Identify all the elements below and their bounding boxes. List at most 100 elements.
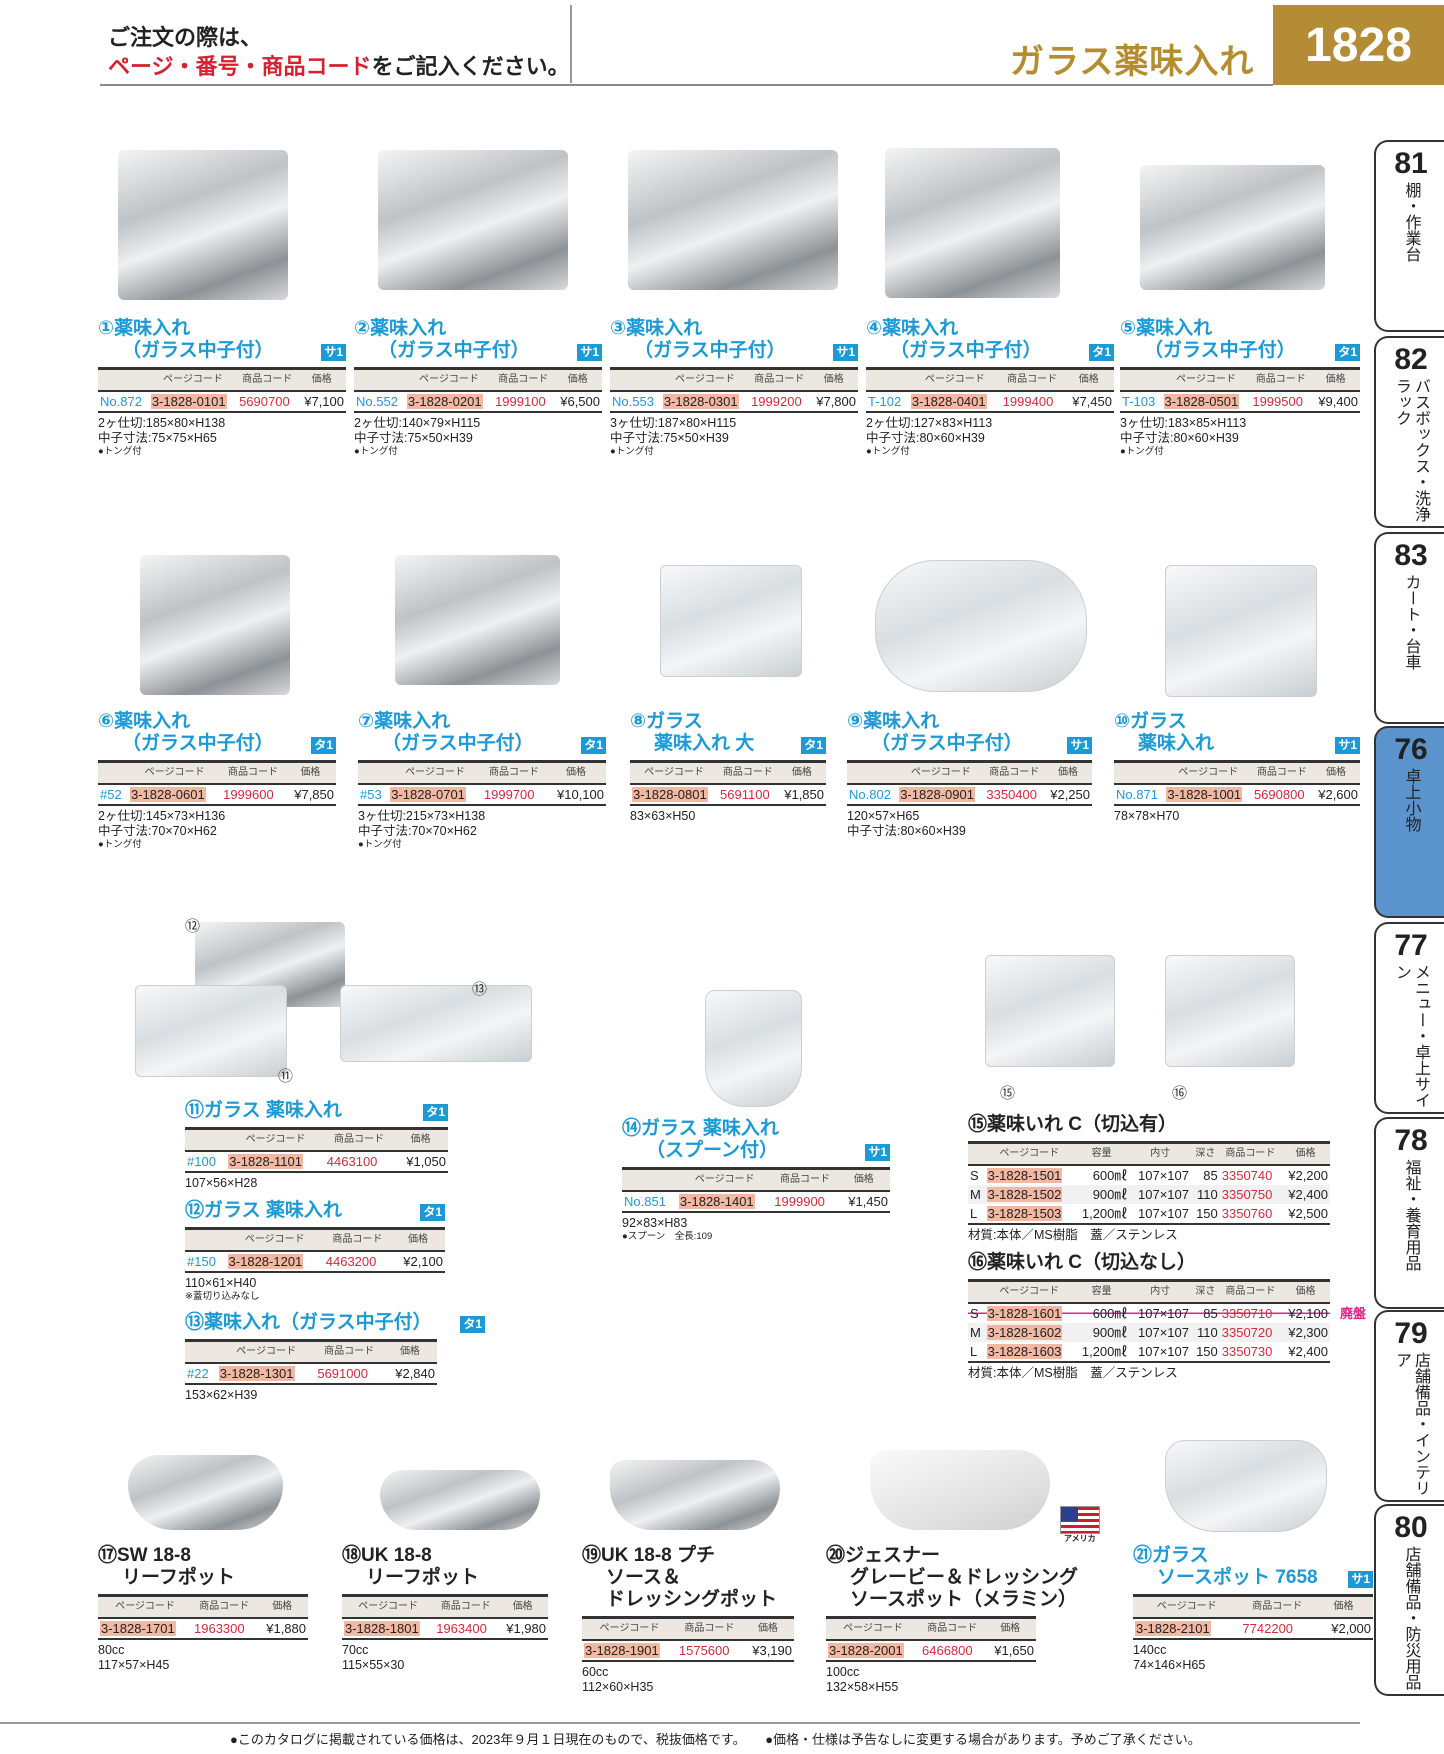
page-code: 3-1828-1001 (1166, 787, 1243, 802)
cell-num: 85 (1203, 1306, 1218, 1321)
page-code: 3-1828-0801 (632, 787, 708, 802)
cell-price: ¥2,600 (1318, 787, 1358, 802)
product-title-line: ⑯薬味いれ C（切込なし） (968, 1252, 1197, 1273)
product-title: ⑪ガラス 薬味入れタ1 (185, 1100, 448, 1122)
spec-line: 中子寸法:75×75×H65 (98, 431, 217, 445)
spec-note: ※蓋切り込みなし (185, 1291, 260, 1302)
cell-price: ¥7,450 (1072, 394, 1112, 409)
table-header-row: ページコード商品コード価格 (354, 368, 602, 392)
spec-line: 3ヶ仕切:215×73×H138 (358, 809, 486, 823)
product-image-16 (1165, 955, 1295, 1067)
cell-no: T-103 (1122, 394, 1156, 409)
spec-line: 中子寸法:80×60×H39 (866, 431, 985, 445)
product-title-line: ①薬味入れ (98, 318, 191, 339)
product-title-line: ⑩ガラス (1114, 711, 1187, 732)
column-header: 商品コード (1219, 1280, 1281, 1304)
product-image-2 (378, 150, 568, 290)
tab-label: 卓上小物 (1402, 768, 1420, 832)
delivery-badge: タ1 (423, 1104, 448, 1121)
tab-label: カート・台車 (1402, 574, 1420, 670)
column-header: ページコード (676, 1168, 773, 1192)
cell-page: 3-1828-2001 (826, 1640, 920, 1661)
product-title: ⑧ガラス薬味入れ 大タ1 (630, 711, 826, 755)
column-header: 価格 (553, 368, 602, 392)
image-label-12: ⑫ (185, 918, 201, 935)
cell-no: No.553 (612, 394, 654, 409)
cell-no: #22 (187, 1366, 209, 1381)
column-header: 内寸 (1129, 1142, 1191, 1166)
column-header: 商品コード (1240, 1595, 1315, 1619)
product-title: ②薬味入れ（ガラス中子付）サ1 (354, 318, 602, 362)
column-header: ページコード (98, 1595, 192, 1619)
spec-note: ●トング付 (98, 839, 142, 850)
spec-line: 2ヶ仕切:145×73×H136 (98, 809, 226, 823)
cell-code: 1999900 (774, 1194, 825, 1209)
column-header (354, 368, 405, 392)
tab-number: 76 (1394, 733, 1428, 766)
spec-line: 3ヶ仕切:183×85×H113 (1120, 416, 1247, 430)
cell-num: 900㎖ (1073, 1323, 1130, 1342)
table-header-row: ページコード商品コード価格 (98, 368, 346, 392)
column-header: 価格 (1314, 1595, 1373, 1619)
page-code: 3-1828-0501 (1163, 394, 1240, 409)
cell-price: ¥7,800 (816, 394, 856, 409)
column-header (622, 1168, 677, 1192)
table-header-row: ページコード商品コード価格 (1120, 368, 1360, 392)
spec-line: 中子寸法:75×50×H39 (354, 431, 473, 445)
column-header: ページコード (897, 761, 985, 785)
column-header: 商品コード (772, 1168, 838, 1192)
cell-num: 150 (1196, 1206, 1218, 1221)
tab-label: 福祉・養育用品 (1402, 1159, 1420, 1271)
cell-price: ¥1,880 (266, 1621, 306, 1636)
cell-num: 1,200㎖ (1081, 1344, 1128, 1359)
page-code: 3-1828-0301 (662, 394, 739, 409)
product-title-line: ⑫ガラス 薬味入れ (185, 1200, 342, 1221)
spec-line: 60cc (582, 1665, 609, 1679)
cell-page: 3-1828-1801 (342, 1618, 434, 1639)
cell-no: #53 (360, 787, 382, 802)
delivery-badge: タ1 (420, 1204, 445, 1221)
table-header-row: ページコード商品コード価格 (622, 1168, 890, 1192)
page-code: 3-1828-1401 (678, 1194, 755, 1209)
product-specs: 153×62×H39 (185, 1388, 437, 1403)
product-image-1 (118, 150, 288, 300)
cell-page: 3-1828-1502 (984, 1185, 1074, 1204)
cell-no: #100 (187, 1154, 216, 1169)
tab-number: 77 (1394, 929, 1428, 962)
table-header-row: ページコード容量内寸深さ商品コード価格 (968, 1142, 1330, 1166)
cell-page: 3-1828-1701 (98, 1618, 192, 1639)
cell-no: #52 (100, 787, 122, 802)
table-header-row: ページコード商品コード価格 (1114, 761, 1360, 785)
delivery-badge: サ1 (865, 1144, 890, 1161)
cell-page: 3-1828-1601 (985, 1303, 1074, 1323)
product-specs: 78×78×H70 (1114, 809, 1360, 824)
cell-num: 107×107 (1138, 1306, 1189, 1321)
delivery-badge: サ1 (1067, 737, 1092, 754)
spec-line: 140cc (1133, 1643, 1167, 1657)
category-tab-76[interactable]: 76 卓上小物 (1374, 726, 1444, 918)
cell-num: 107×107 (1129, 1323, 1191, 1342)
page-code: 3-1828-1201 (227, 1254, 304, 1269)
